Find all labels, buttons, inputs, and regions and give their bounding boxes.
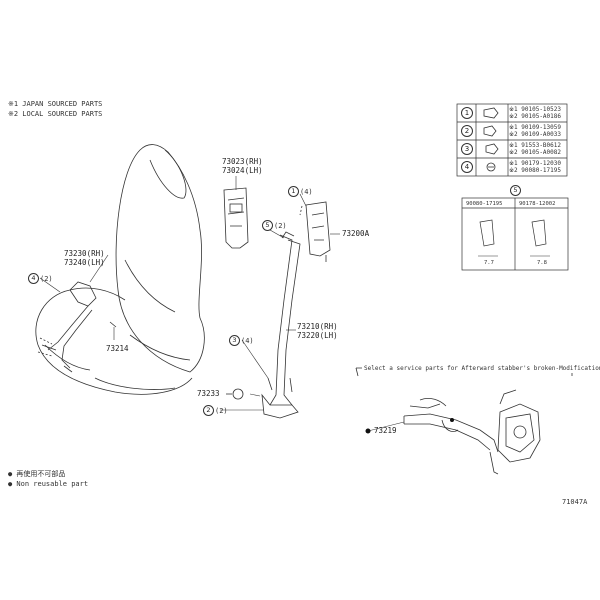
callout-2-qty: (2) [215, 407, 228, 415]
legend-row-number: 2 [461, 125, 473, 137]
inset-drawing [355, 367, 573, 475]
part-label-73230: 73230(RH) [64, 249, 105, 258]
legend-row-3: 3 ※1 91553-B0612 ※2 90105-A0082 [457, 140, 567, 158]
diagram-code: 71047A [562, 498, 588, 506]
belt-webbing [261, 231, 301, 419]
legend-part-local: ※2 90105-A0186 [509, 113, 561, 120]
callout-1: 1 [288, 186, 299, 197]
detail-callout-5: 5 [510, 185, 521, 196]
legend-row-2: 2 ※1 90109-13059 ※2 90109-A0033 [457, 122, 567, 140]
callout-4: 4 [28, 273, 39, 284]
part-label-73214: 73214 [106, 344, 129, 353]
callout-4-qty: (2) [40, 275, 53, 283]
detail-right-dimension: 7.8 [537, 260, 547, 266]
legend-table-frame [456, 103, 568, 177]
callout-2: 2 [203, 405, 214, 416]
retractor-part [299, 201, 331, 262]
part-label-73210: 73210(RH) [297, 322, 338, 331]
legend-part-local: ※2 90109-A0033 [509, 131, 561, 138]
part-label-73219: 73219 [374, 426, 397, 435]
callout-3-qty: (4) [241, 337, 254, 345]
note-local-sourced: ※2 LOCAL SOURCED PARTS [8, 110, 103, 118]
service-note: Select a service parts for Afterward sta… [362, 365, 600, 373]
seat-cushion-outline [35, 287, 193, 395]
detail-left-dimension: 7.7 [484, 260, 494, 266]
part-label-73233: 73233 [197, 389, 220, 398]
fastener-icons [483, 107, 499, 172]
legend-row-number: 1 [461, 107, 473, 119]
detail-left-part-number: 90080-17195 [466, 201, 503, 207]
part-label-73200a: 73200A [342, 229, 370, 238]
legend-part-local: ※2 90105-A0082 [509, 149, 561, 156]
legend-part-japan: ※1 90179-12030 [509, 160, 561, 167]
seat-back-outline [115, 144, 205, 373]
detail-box-frame [461, 197, 569, 271]
legend-row-number: 3 [461, 143, 473, 155]
shoulder-anchor-part [223, 187, 249, 249]
part-label-73023: 73023(RH) [222, 157, 263, 166]
leader-lines [39, 176, 340, 411]
legend-non-reusable-jp: ● 再使用不可部品 [8, 470, 66, 478]
legend-part-japan: ※1 91553-B0612 [509, 142, 561, 149]
legend-part-japan: ※1 90109-13059 [509, 124, 561, 131]
callout-3: 3 [229, 335, 240, 346]
part-label-73024: 73024(LH) [222, 166, 263, 175]
legend-row-number: 4 [461, 161, 473, 173]
part-label-73240: 73240(LH) [64, 258, 105, 267]
callout-5-qty: (2) [274, 222, 287, 230]
part-label-73220: 73220(LH) [297, 331, 338, 340]
legend-part-japan: ※1 90105-10523 [509, 106, 561, 113]
buckle-assembly [37, 281, 117, 373]
cap-part [226, 388, 244, 400]
callout-1-qty: (4) [300, 188, 313, 196]
legend-part-local: ※2 90080-17195 [509, 167, 561, 174]
legend-row-1: 1 ※1 90105-10523 ※2 90105-A0186 [457, 104, 567, 122]
legend-row-4: 4 ※1 90179-12030 ※2 90080-17195 [457, 158, 567, 176]
legend-non-reusable-en: ● Non reusable part [8, 480, 89, 488]
callout-5: 5 [262, 220, 273, 231]
non-reusable-markers [365, 418, 454, 434]
note-japan-sourced: ※1 JAPAN SOURCED PARTS [8, 100, 103, 108]
detail-right-part-number: 90178-12002 [519, 201, 556, 207]
